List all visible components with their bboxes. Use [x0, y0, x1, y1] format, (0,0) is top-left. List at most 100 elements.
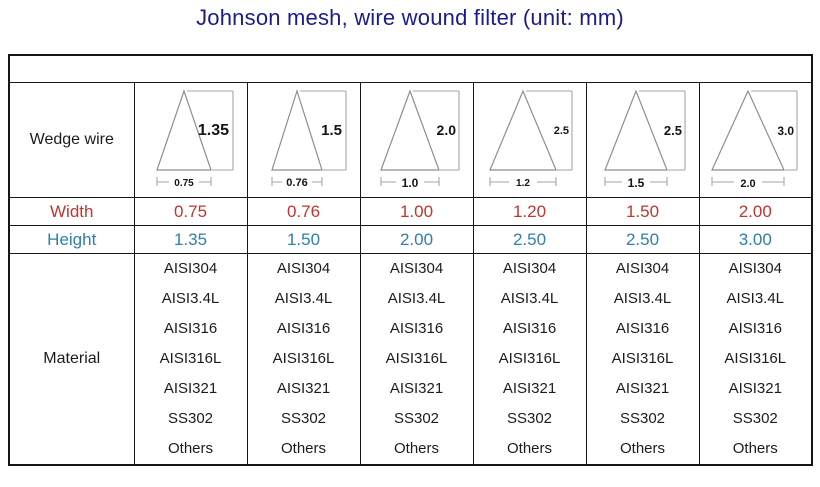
material-item: SS302 — [506, 410, 553, 427]
material-item: AISI304 — [502, 260, 557, 277]
material-item: Others — [732, 440, 778, 457]
material-item: AISI316 — [389, 320, 444, 337]
width-value-cell: 0.75 — [133, 197, 248, 226]
wedge-profile-diagram: 1.35 0.75 — [155, 89, 234, 189]
material-item: AISI304 — [276, 260, 331, 277]
height-dimension-label: 2.5 — [553, 125, 568, 137]
width-value-cell: 1.20 — [472, 197, 587, 226]
material-cell: AISI304 AISI3.4L AISI316 AISI316L AISI32… — [698, 253, 813, 466]
material-item: SS302 — [280, 410, 327, 427]
height-value-cell: 2.50 — [472, 225, 587, 254]
height-dimension-line — [186, 90, 234, 171]
material-cell: AISI304 AISI3.4L AISI316 AISI316L AISI32… — [133, 253, 248, 466]
wedge-diagram-cell: 3.0 2.0 — [698, 82, 813, 198]
material-item: AISI3.4L — [387, 290, 446, 307]
width-value-cell: 0.76 — [246, 197, 361, 226]
material-row: Material AISI304 AISI3.4L AISI316 AISI31… — [8, 253, 813, 466]
width-value-cell: 1.00 — [359, 197, 474, 226]
material-cell: AISI304 AISI3.4L AISI316 AISI316L AISI32… — [472, 253, 587, 466]
material-item: AISI316L — [159, 350, 222, 367]
triangle-outline — [603, 89, 668, 171]
material-item: AISI321 — [728, 380, 782, 397]
material-item: AISI304 — [163, 260, 218, 277]
height-dimension-line — [751, 90, 798, 171]
width-value-cell: 1.50 — [585, 197, 700, 226]
material-item: AISI316 — [728, 320, 782, 337]
material-item: AISI304 — [389, 260, 444, 277]
wedge-diagram-cell: 2.5 1.5 — [585, 82, 700, 198]
material-item: AISI321 — [276, 380, 331, 397]
material-item: Others — [167, 440, 213, 457]
material-item: AISI3.4L — [274, 290, 333, 307]
height-value-cell: 1.50 — [246, 225, 361, 254]
material-item: AISI321 — [502, 380, 557, 397]
width-dimension-line — [379, 177, 440, 186]
row-label-material: Material — [8, 253, 135, 466]
material-item: AISI304 — [728, 260, 782, 277]
triangle-outline — [155, 89, 212, 171]
width-dimension-line — [603, 177, 668, 186]
triangle-outline — [379, 89, 440, 171]
height-value-cell: 2.50 — [585, 225, 700, 254]
wedge-diagram-cell: 1.35 0.75 — [133, 82, 248, 198]
material-item: SS302 — [732, 410, 778, 427]
empty-header-cell — [8, 54, 813, 83]
wedge-wire-row: Wedge wire 1.35 0.75 1.5 0.76 — [8, 82, 813, 198]
material-item: AISI316 — [615, 320, 670, 337]
row-label-width: Width — [8, 197, 135, 226]
wedge-profile-diagram: 3.0 2.0 — [711, 89, 798, 190]
material-item: AISI316 — [276, 320, 331, 337]
material-item: Others — [280, 440, 326, 457]
triangle-outline — [711, 89, 786, 171]
material-cell: AISI304 AISI3.4L AISI316 AISI316L AISI32… — [246, 253, 361, 466]
width-dimension-line — [155, 177, 212, 186]
material-item: AISI321 — [615, 380, 670, 397]
wedge-diagram-cell: 2.5 1.2 — [472, 82, 587, 198]
height-dimension-label: 2.0 — [436, 122, 456, 138]
width-dimension-line — [488, 177, 557, 186]
height-dimension-line — [525, 90, 573, 171]
material-item: AISI316 — [502, 320, 557, 337]
empty-header-row — [8, 54, 813, 83]
triangle-outline — [270, 89, 323, 171]
width-value-cell: 2.00 — [698, 197, 813, 226]
height-row: Height 1.35 1.50 2.00 2.50 2.50 3.00 — [8, 225, 813, 254]
width-dimension-label: 1.2 — [516, 178, 530, 189]
width-dimension-label: 0.76 — [286, 177, 307, 189]
wedge-diagram-cell: 2.0 1.0 — [359, 82, 474, 198]
width-dimension-label: 0.75 — [174, 178, 194, 189]
height-dimension-label: 3.0 — [778, 124, 795, 138]
material-item: AISI3.4L — [613, 290, 672, 307]
material-item: AISI316L — [272, 350, 335, 367]
width-dimension-label: 1.5 — [627, 176, 644, 190]
height-dimension-label: 1.35 — [197, 122, 228, 139]
material-item: AISI3.4L — [726, 290, 785, 307]
row-label-height: Height — [8, 225, 135, 254]
material-item: Others — [506, 440, 552, 457]
height-dimension-label: 1.5 — [321, 122, 342, 139]
material-item: AISI316 — [163, 320, 218, 337]
wedge-profile-diagram: 2.5 1.5 — [603, 89, 686, 190]
width-dimension-line — [711, 177, 785, 186]
height-dimension-line — [412, 90, 460, 171]
material-item: AISI316L — [385, 350, 448, 367]
material-item: Others — [619, 440, 665, 457]
width-dimension-line — [270, 177, 323, 186]
spec-table: Wedge wire 1.35 0.75 1.5 0.76 — [8, 54, 813, 466]
height-dimension-line — [299, 90, 347, 171]
material-cell: AISI304 AISI3.4L AISI316 AISI316L AISI32… — [585, 253, 700, 466]
width-dimension-label: 1.0 — [401, 176, 418, 190]
material-item: AISI304 — [615, 260, 670, 277]
material-item: Others — [393, 440, 439, 457]
height-dimension-label: 2.5 — [663, 123, 681, 138]
wedge-profile-diagram: 2.0 1.0 — [379, 89, 460, 190]
material-item: AISI316L — [611, 350, 674, 367]
material-item: AISI316L — [498, 350, 561, 367]
triangle-outline — [488, 89, 557, 171]
material-item: AISI3.4L — [500, 290, 559, 307]
height-value-cell: 2.00 — [359, 225, 474, 254]
material-item: AISI3.4L — [161, 290, 220, 307]
material-item: SS302 — [167, 410, 214, 427]
wedge-diagram-cell: 1.5 0.76 — [246, 82, 361, 198]
material-item: AISI321 — [389, 380, 444, 397]
